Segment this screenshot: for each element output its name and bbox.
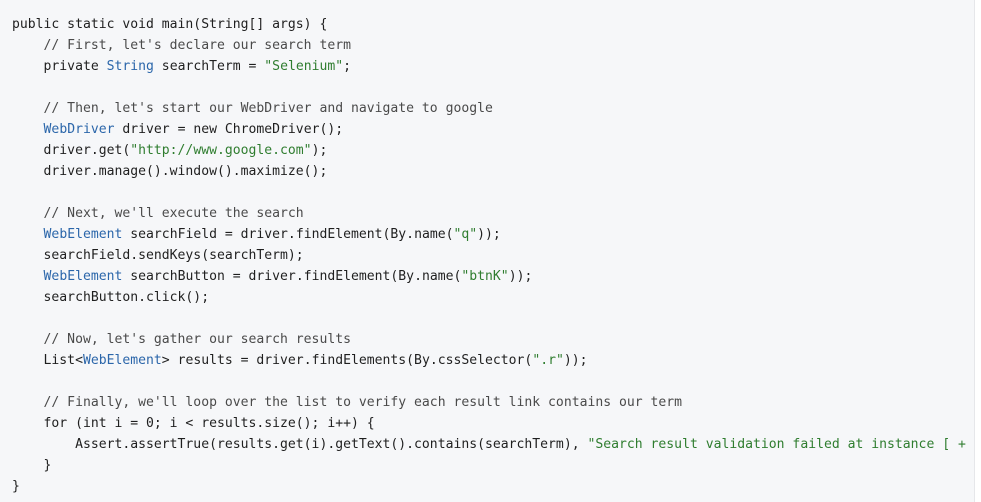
code-line: // Then, let's start our WebDriver and n… (12, 98, 974, 119)
code-line: searchField.sendKeys(searchTerm); (12, 245, 974, 266)
code-line: // Now, let's gather our search results (12, 329, 974, 350)
code-line: for (int i = 0; i < results.size(); i++)… (12, 413, 974, 434)
code-token: public static void main(String[] args) { (12, 17, 328, 32)
code-line: driver.manage().window().maximize(); (12, 161, 974, 182)
code-token: // Now, let's gather our search results (12, 332, 351, 347)
code-token: // First, let's declare our search term (12, 38, 351, 53)
code-line: // First, let's declare our search term (12, 35, 974, 56)
code-token: "Search result validation failed at inst… (587, 437, 975, 452)
code-line (12, 182, 974, 203)
code-token: driver = new ChromeDriver(); (114, 122, 344, 137)
code-line: WebElement searchField = driver.findElem… (12, 224, 974, 245)
code-token: Assert.assertTrue(results.get(i).getText… (12, 437, 588, 452)
code-token: searchTerm = (153, 59, 265, 74)
code-token: } (12, 479, 20, 494)
code-token: searchField = driver.findElement(By.name… (122, 227, 454, 242)
code-token: searchField.sendKeys(searchTerm); (12, 248, 304, 263)
code-line: public static void main(String[] args) { (12, 14, 974, 35)
code-token: // Next, we'll execute the search (12, 206, 304, 221)
code-token: // Then, let's start our WebDriver and n… (12, 101, 493, 116)
code-token: "http://www.google.com" (130, 143, 312, 158)
code-token: WebElement (43, 227, 123, 242)
code-token: searchButton.click(); (12, 290, 210, 305)
code-token: // Finally, we'll loop over the list to … (12, 395, 683, 410)
code-line: WebDriver driver = new ChromeDriver(); (12, 119, 974, 140)
code-token: ".r" (532, 353, 564, 368)
code-token: WebDriver (43, 122, 115, 137)
code-token: )); (563, 353, 588, 368)
code-line: List<WebElement> results = driver.findEl… (12, 350, 974, 371)
code-line (12, 371, 974, 392)
code-line: searchButton.click(); (12, 287, 974, 308)
code-line: } (12, 476, 974, 497)
code-token (12, 227, 44, 242)
code-token: WebElement (43, 269, 123, 284)
code-token: for (int i = 0; i < results.size(); i++)… (12, 416, 375, 431)
code-token: "Selenium" (264, 59, 344, 74)
code-token: "q" (453, 227, 478, 242)
page-margin (975, 0, 981, 502)
code-token: ); (311, 143, 328, 158)
code-token: > results = driver.findElements(By.cssSe… (161, 353, 533, 368)
code-token: )); (477, 227, 501, 242)
code-token: WebElement (82, 353, 162, 368)
code-line: Assert.assertTrue(results.get(i).getText… (12, 434, 974, 455)
code-line: // Next, we'll execute the search (12, 203, 974, 224)
code-token: driver.get( (12, 143, 131, 158)
code-token: "btnK" (461, 269, 509, 284)
code-token: ; (343, 59, 352, 74)
code-token (12, 269, 44, 284)
code-token: String (106, 59, 154, 74)
code-line: } (12, 455, 974, 476)
code-token: )); (508, 269, 533, 284)
code-token: List< (12, 353, 83, 368)
code-token (12, 122, 44, 137)
code-line: // Finally, we'll loop over the list to … (12, 392, 974, 413)
code-token: private (12, 59, 107, 74)
code-line (12, 77, 974, 98)
code-line (12, 308, 974, 329)
code-line: WebElement searchButton = driver.findEle… (12, 266, 974, 287)
code-token: searchButton = driver.findElement(By.nam… (122, 269, 462, 284)
code-line: private String searchTerm = "Selenium"; (12, 56, 974, 77)
code-token: driver.manage().window().maximize(); (12, 164, 328, 179)
code-token: } (12, 458, 52, 473)
code-line: driver.get("http://www.google.com"); (12, 140, 974, 161)
